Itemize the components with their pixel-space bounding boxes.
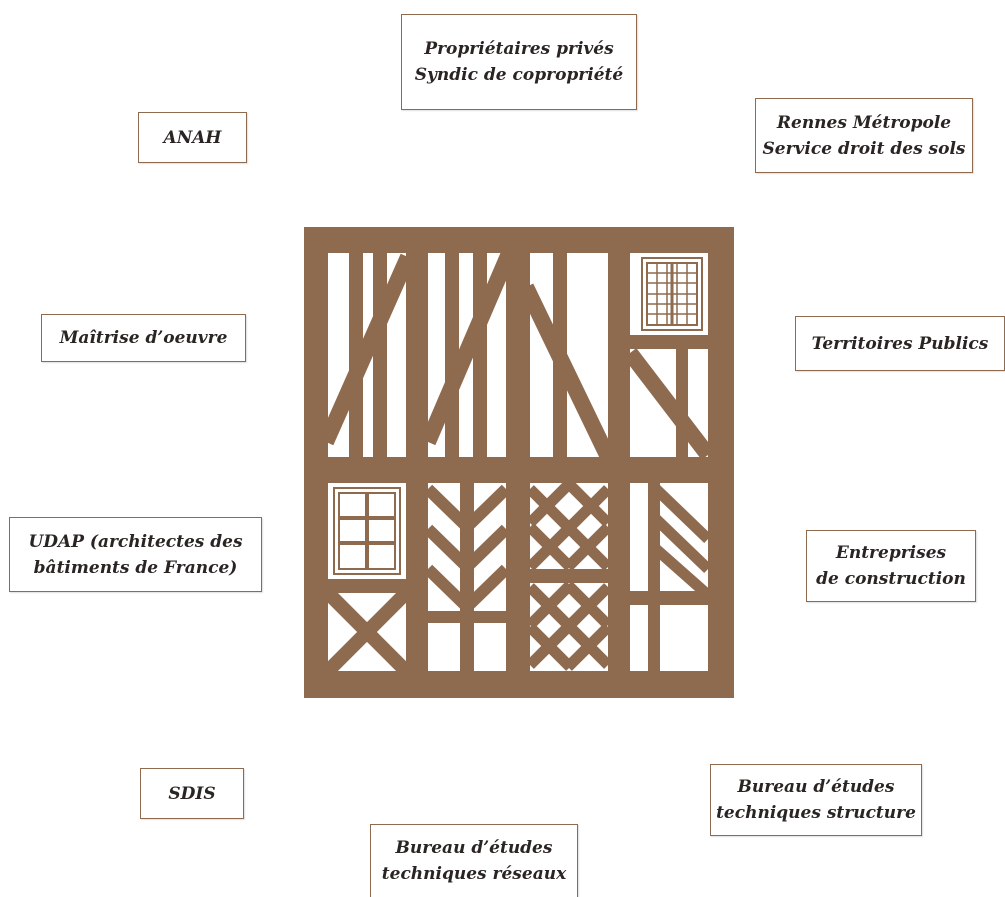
actor-label: de construction — [816, 569, 966, 589]
actor-box-proprietaires: Propriétaires privés Syndic de coproprié… — [401, 14, 637, 110]
window-icon — [639, 255, 705, 333]
timber-brace-group — [630, 483, 708, 671]
actor-label: Territoires Publics — [811, 333, 989, 354]
actor-label: techniques structure — [716, 803, 916, 823]
actor-label: Service droit des sols — [762, 138, 966, 159]
timber-brace-group — [530, 253, 608, 457]
actor-box-bet-structure: Bureau d’études techniques structure — [710, 764, 922, 836]
timber-brace-group — [530, 483, 608, 671]
actor-label: UDAP (architectes des — [28, 531, 243, 552]
actor-box-bet-reseaux: Bureau d’études techniques réseaux — [370, 824, 578, 897]
actor-box-udap: UDAP (architectes des bâtiments de Franc… — [9, 517, 262, 592]
actor-label: Propriétaires privés — [424, 39, 614, 59]
timber-brace-group — [328, 253, 406, 457]
timber-brace-group — [328, 579, 406, 671]
actor-box-maitrise-oeuvre: Maîtrise d’oeuvre — [41, 314, 246, 362]
actor-label: Rennes Métropole — [776, 112, 952, 133]
actor-label: Bureau d’études — [395, 838, 553, 858]
actor-label: bâtiments de France) — [33, 557, 238, 578]
actor-label: Bureau d’études — [737, 777, 895, 797]
actor-box-sdis: SDIS — [140, 768, 244, 819]
actor-label: Maîtrise d’oeuvre — [59, 328, 228, 348]
actor-box-anah: ANAH — [138, 112, 247, 163]
actor-label: SDIS — [168, 783, 216, 804]
actor-box-territoires-publics: Territoires Publics — [795, 316, 1005, 371]
timber-brace-group — [428, 253, 506, 457]
actor-label: Entreprises — [835, 543, 947, 563]
timber-brace-group — [428, 483, 506, 671]
timber-brace-group — [630, 335, 708, 457]
actor-box-entreprises: Entreprises de construction — [806, 530, 976, 602]
actor-label: ANAH — [163, 127, 222, 148]
actor-label: Syndic de copropriété — [414, 65, 624, 85]
actor-box-rennes-metropole: Rennes Métropole Service droit des sols — [755, 98, 973, 173]
actor-label: techniques réseaux — [381, 864, 567, 884]
half-timbered-facade-icon — [304, 227, 734, 698]
window-icon — [331, 485, 403, 577]
